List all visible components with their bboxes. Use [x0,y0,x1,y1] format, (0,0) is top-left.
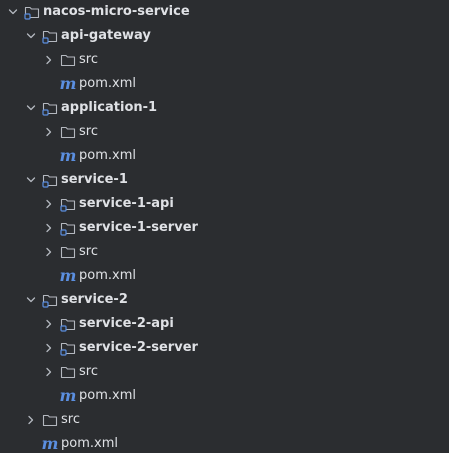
tree-item-label: service-2-server [79,340,198,355]
module-folder-icon [42,100,58,116]
maven-m-glyph: m [59,74,77,93]
tree-item-label: pom.xml [61,436,118,451]
tree-item-label: pom.xml [79,268,136,283]
chevron-right-icon[interactable] [42,317,56,331]
maven-pom-icon: m [59,386,77,405]
tree-indent-spacer [24,437,38,451]
folder-icon [60,244,76,260]
tree-item-label: service-1 [61,172,128,187]
folder-icon [60,124,76,140]
tree-indent-spacer [42,77,56,91]
module-folder-icon [24,4,40,20]
tree-item-module[interactable]: application-1 [0,96,449,120]
maven-m-glyph: m [59,386,77,405]
tree-item-folder[interactable]: src [0,408,449,432]
maven-pom-icon: m [59,146,77,165]
tree-item-label: service-1-api [79,196,174,211]
chevron-down-icon[interactable] [6,5,20,19]
tree-item-folder[interactable]: src [0,48,449,72]
tree-item-folder[interactable]: src [0,360,449,384]
tree-item-label: nacos-micro-service [43,4,190,19]
folder-icon [42,412,58,428]
module-folder-icon [42,292,58,308]
chevron-right-icon[interactable] [42,125,56,139]
module-folder-icon [60,340,76,356]
module-folder-icon [42,172,58,188]
tree-item-label: pom.xml [79,388,136,403]
maven-pom-icon: m [41,434,59,453]
tree-item-label: src [79,52,98,67]
tree-item-module[interactable]: nacos-micro-service [0,0,449,24]
tree-item-label: service-2 [61,292,128,307]
tree-item-label: service-1-server [79,220,198,235]
module-folder-icon [60,316,76,332]
tree-item-module[interactable]: service-1-api [0,192,449,216]
chevron-right-icon[interactable] [24,413,38,427]
chevron-down-icon[interactable] [24,101,38,115]
tree-item-module[interactable]: service-2 [0,288,449,312]
tree-item-label: src [79,364,98,379]
module-folder-icon [60,220,76,236]
tree-indent-spacer [42,269,56,283]
tree-item-label: src [79,124,98,139]
tree-item-folder[interactable]: src [0,120,449,144]
maven-m-glyph: m [59,266,77,285]
chevron-right-icon[interactable] [42,197,56,211]
tree-indent-spacer [42,149,56,163]
tree-item-label: application-1 [61,100,158,115]
maven-pom-icon: m [59,74,77,93]
chevron-down-icon[interactable] [24,173,38,187]
chevron-down-icon[interactable] [24,293,38,307]
chevron-right-icon[interactable] [42,341,56,355]
tree-item-label: src [79,244,98,259]
tree-item-module[interactable]: api-gateway [0,24,449,48]
tree-item-label: pom.xml [79,148,136,163]
tree-item-label: api-gateway [61,28,151,43]
tree-item-label: pom.xml [79,76,136,91]
folder-icon [60,364,76,380]
tree-item-module[interactable]: service-1 [0,168,449,192]
tree-item-folder[interactable]: src [0,240,449,264]
tree-item-label: service-2-api [79,316,174,331]
tree-item-label: src [61,412,80,427]
maven-m-glyph: m [41,434,59,453]
tree-item-module[interactable]: service-1-server [0,216,449,240]
tree-item-module[interactable]: service-2-api [0,312,449,336]
chevron-right-icon[interactable] [42,245,56,259]
folder-icon [60,52,76,68]
tree-item-module[interactable]: service-2-server [0,336,449,360]
chevron-right-icon[interactable] [42,365,56,379]
maven-pom-icon: m [59,266,77,285]
chevron-right-icon[interactable] [42,53,56,67]
tree-indent-spacer [42,389,56,403]
chevron-right-icon[interactable] [42,221,56,235]
maven-m-glyph: m [59,146,77,165]
module-folder-icon [42,28,58,44]
module-folder-icon [60,196,76,212]
chevron-down-icon[interactable] [24,29,38,43]
